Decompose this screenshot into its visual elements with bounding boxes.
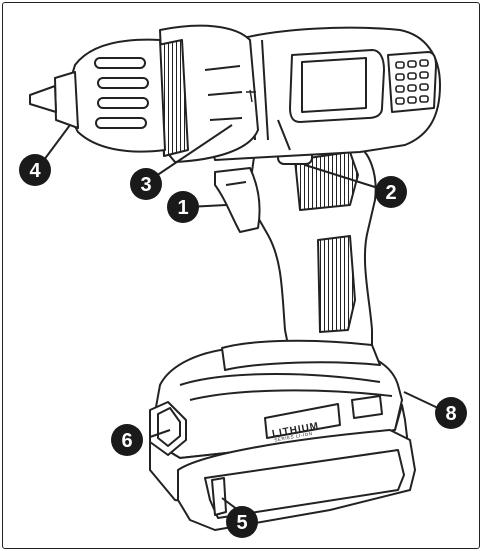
callout-4: 4 [19,154,51,186]
callout-6: 6 [111,424,143,456]
battery-sub-text: SERIES LI-ION [274,431,313,443]
svg-text:3: 3 [140,174,151,196]
svg-text:4: 4 [29,160,41,182]
rear-vent-grille [395,59,429,105]
svg-text:1: 1 [177,197,188,219]
svg-text:8: 8 [445,403,456,425]
torque-collar [157,24,259,163]
callout-3: 3 [130,168,162,200]
callout-1: 1 [167,191,199,223]
svg-text:5: 5 [236,512,247,534]
drill-handle [221,144,381,371]
motor-housing [204,26,441,161]
callout-5: 5 [226,506,258,538]
trigger [214,167,261,233]
callout-2: 2 [375,176,407,208]
callout-8: 8 [435,397,467,429]
chuck [29,38,166,153]
battery-pack [149,347,416,531]
svg-text:6: 6 [121,430,132,452]
svg-text:2: 2 [385,182,396,204]
